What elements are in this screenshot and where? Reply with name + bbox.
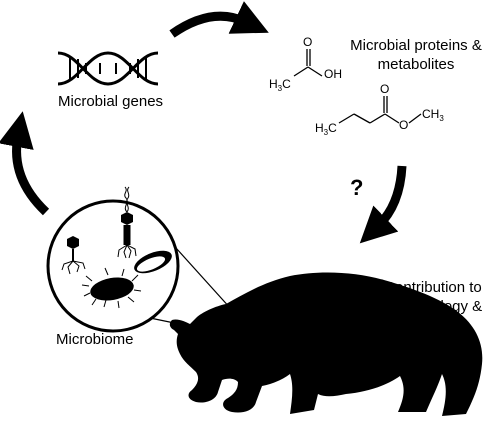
acetic-oh: OH: [324, 67, 342, 81]
microbiome-label: Microbiome: [56, 331, 134, 348]
ester-ch: CH: [422, 107, 439, 121]
svg-text:H3C: H3C: [315, 121, 337, 137]
ester-h: H: [315, 121, 324, 135]
acetic-h: H: [269, 77, 278, 91]
acetic-acid-structure: H3C O OH: [269, 35, 342, 93]
svg-text:H3C: H3C: [269, 77, 291, 93]
ester-sub3b: 3: [439, 114, 444, 123]
bacteriophage-icon: [117, 186, 137, 259]
ester-o: O: [399, 118, 408, 132]
magnifier-circle: [46, 199, 180, 333]
contribution-line-2: host ecology &: [383, 298, 483, 315]
bacterium-icon: [81, 267, 142, 309]
ester-sub3: 3: [324, 128, 329, 137]
proteins-metabolites-label: Microbial proteins & metabolites: [332, 36, 500, 74]
arrow-genes-to-proteins: [169, 1, 269, 38]
microbial-genes-label: Microbial genes: [58, 93, 164, 110]
contribution-line-3: fitness: [411, 317, 455, 334]
proteins-line-2: metabolites: [377, 56, 455, 73]
acetic-sub3: 3: [278, 84, 283, 93]
svg-text:CH3: CH3: [422, 107, 444, 123]
methyl-butanoate-structure: H3C O O CH3: [315, 82, 444, 137]
proteins-line-1: Microbial proteins &: [350, 37, 482, 54]
acetic-c: C: [282, 77, 291, 91]
question-mark: ?: [350, 175, 364, 200]
arrow-proteins-to-host: [359, 165, 407, 244]
ester-c: C: [328, 121, 337, 135]
contribution-label: Contribution to host ecology & fitness: [366, 278, 500, 335]
arrow-microbiome-to-genes: [0, 111, 50, 216]
bear-silhouette: [169, 272, 483, 416]
bacterium-icon: [134, 250, 172, 274]
ester-o-double: O: [380, 82, 389, 96]
bacteriophage-icon: [61, 236, 86, 275]
dna-icon: [57, 51, 159, 86]
contribution-line-1: Contribution to: [384, 279, 482, 296]
acetic-o: O: [303, 35, 312, 49]
